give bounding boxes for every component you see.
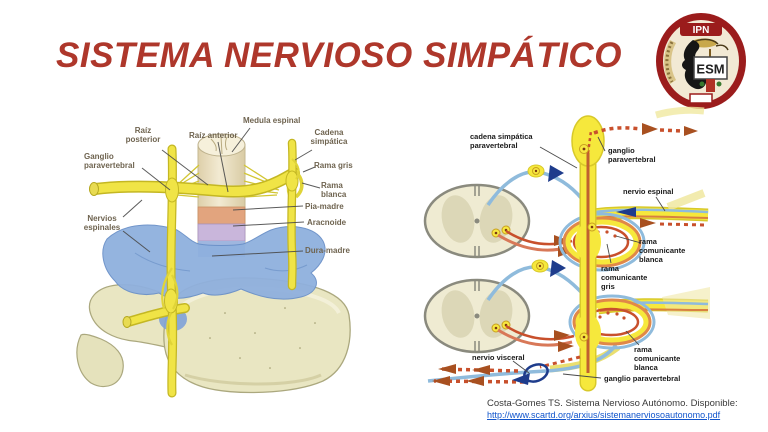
label-ganglio-paravertebral-bottom: ganglio paravertebral <box>604 374 681 383</box>
right-leader-lines <box>512 136 666 379</box>
paravertebral-chain <box>571 115 605 392</box>
label-aracnoide: Aracnoide <box>307 218 347 227</box>
cross-section-bottom <box>423 278 531 354</box>
dashed-arrows <box>432 106 707 386</box>
left-leader-lines <box>122 127 321 257</box>
logo-school-text: ESM <box>696 62 724 77</box>
sympathetic-wiring-illustration <box>423 106 710 392</box>
label-cadena-simpatica-paravertebral: cadena simpática paravertebral <box>470 132 533 151</box>
label-medula-espinal: Medula espinal <box>243 116 301 125</box>
label-dura-madre: Dura-madre <box>305 246 350 255</box>
cross-section-top <box>423 183 531 259</box>
label-rama-blanca: Rama blanca <box>321 181 347 200</box>
label-rama-comunicante-blanca-bottom: rama comunicante blanca <box>634 345 681 373</box>
label-nervios-espinales: Nervios espinales <box>83 214 121 233</box>
citation-text: Costa-Gomes TS. Sistema Nervioso Autónom… <box>487 398 738 409</box>
label-cadena-simpatica: Cadena simpática <box>310 128 348 147</box>
label-raiz-posterior: Raíz posterior <box>125 126 161 145</box>
label-raiz-anterior: Raíz anterior <box>189 131 238 140</box>
label-ganglio-paravertebral: Ganglio paravertebral <box>84 152 135 171</box>
citation-url-link[interactable]: http://www.scartd.org/arxius/sistemanerv… <box>487 410 721 420</box>
label-rama-gris: Rama gris <box>314 161 353 170</box>
label-nervio-visceral: nervio visceral <box>472 353 525 362</box>
label-rama-comunicante-blanca-top: rama comunicante blanca <box>639 237 686 265</box>
sympathetic-chains <box>161 138 300 398</box>
label-rama-comunicante-gris: rama comunicante gris <box>601 264 648 292</box>
logo-institution-text: IPN <box>693 25 710 36</box>
aracnoide-band <box>197 223 246 242</box>
logo-top-band <box>680 23 722 36</box>
ipn-esm-logo: IPN ESM <box>656 13 746 109</box>
slide-title: SISTEMA NERVIOSO SIMPÁTICO <box>56 36 622 75</box>
label-pia-madre: Pia-madre <box>305 202 344 211</box>
label-ganglio-paravertebral-top: ganglio paravertebral <box>608 146 656 165</box>
spinal-nerve-bundles <box>592 189 710 319</box>
spinal-cord-vertebra-illustration <box>76 127 351 398</box>
rami-rings <box>558 212 656 350</box>
label-nervio-espinal: nervio espinal <box>623 187 674 196</box>
